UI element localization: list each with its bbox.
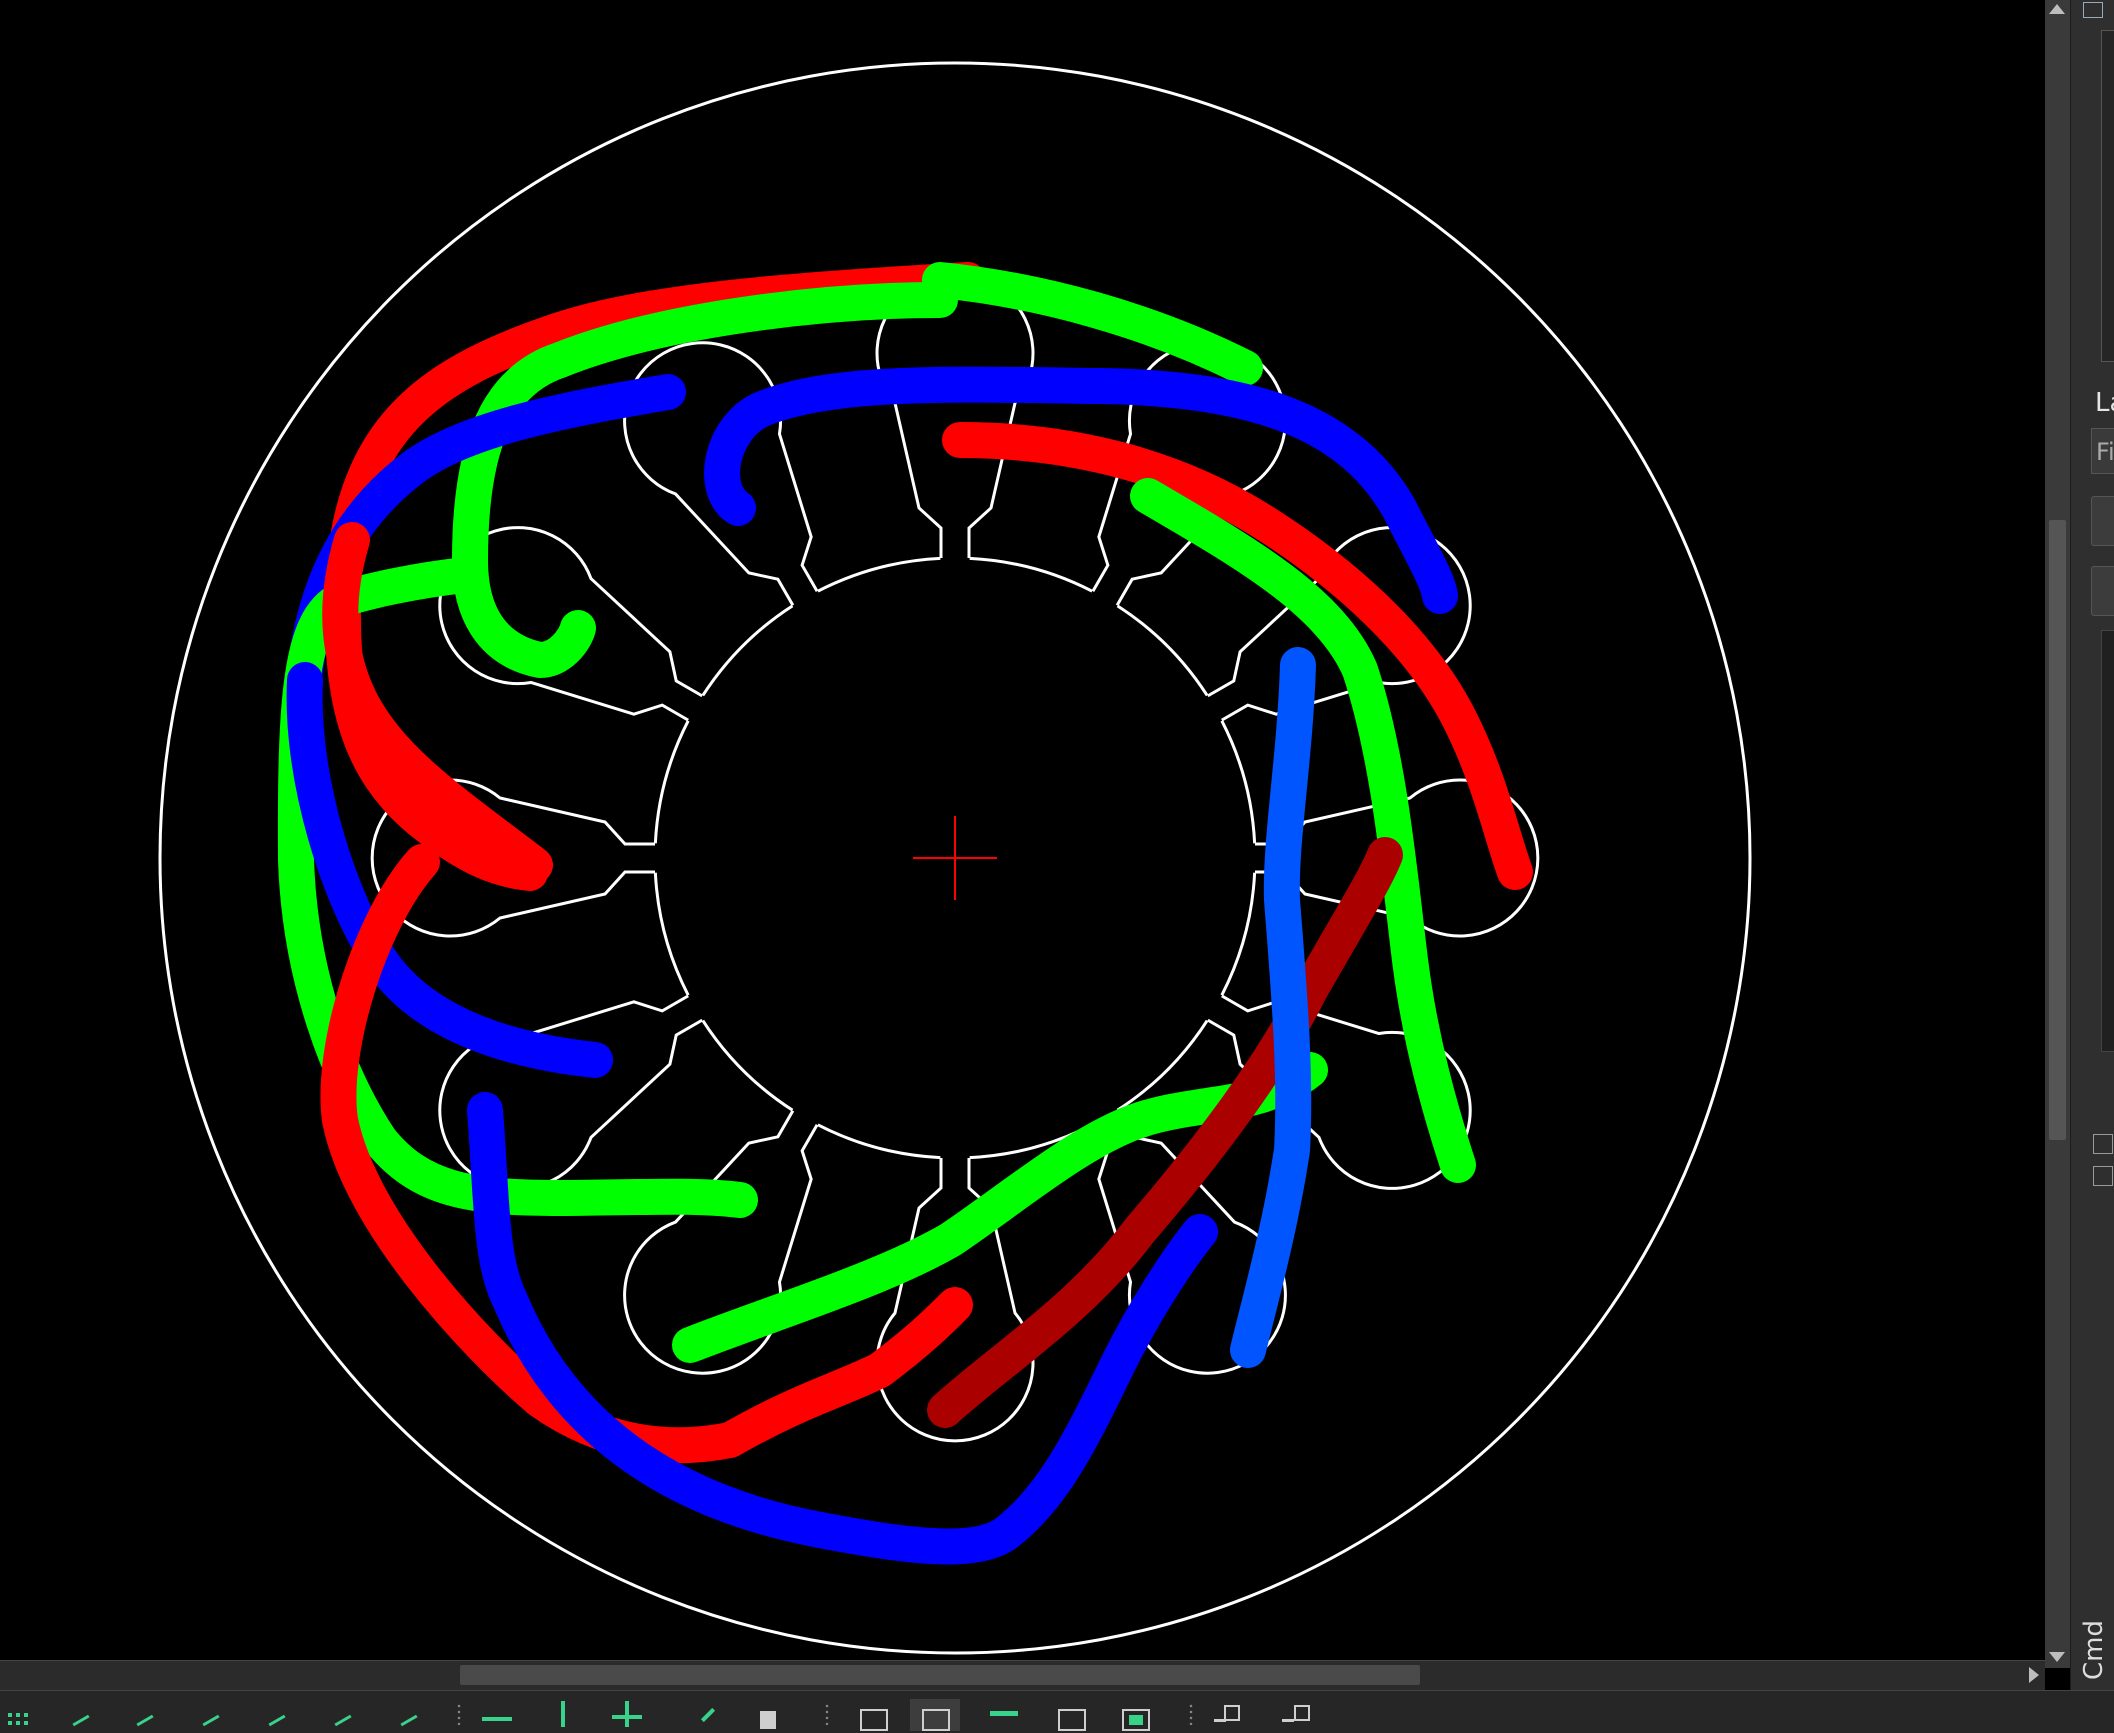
horizontal-scroll-thumb[interactable]: [460, 1665, 1420, 1685]
bore-arc: [1116, 1019, 1209, 1112]
stator-slot: [1255, 778, 1540, 938]
bore-arc: [817, 556, 941, 593]
scroll-down-icon[interactable]: [2049, 1652, 2065, 1662]
layer-list[interactable]: [2101, 630, 2114, 1052]
red-winding-stroke: [320, 844, 973, 1464]
winding-overlays: [277, 262, 1533, 1565]
horizontal-scrollbar[interactable]: [0, 1660, 2045, 1691]
box-icon[interactable]: [1056, 1701, 1086, 1731]
vertical-scroll-thumb[interactable]: [2049, 520, 2066, 1140]
bore-arc: [701, 604, 794, 697]
green-winding-stroke: [922, 262, 1263, 386]
origin-crosshair: [913, 816, 997, 900]
snap-endpoint-icon[interactable]: [68, 1701, 98, 1731]
horizontal-bar-icon[interactable]: [990, 1701, 1020, 1731]
bore-arc: [1116, 604, 1209, 697]
panel-frame: [2101, 30, 2114, 362]
drawing-canvas[interactable]: [0, 0, 2045, 1668]
snap-tangent-icon[interactable]: [330, 1701, 360, 1731]
snap-perpendicular-icon[interactable]: [396, 1701, 426, 1731]
snap-intersection-icon[interactable]: [264, 1701, 294, 1731]
cad-drawing[interactable]: [0, 0, 2045, 1668]
snap-midpoint-icon[interactable]: [132, 1701, 162, 1731]
bore-arc: [1220, 872, 1257, 996]
vertical-scrollbar[interactable]: [2045, 0, 2070, 1668]
red-winding-stroke: [324, 262, 986, 891]
layer-filter-input[interactable]: Fi: [2091, 428, 2114, 474]
scroll-right-icon[interactable]: [2029, 1667, 2039, 1683]
bore-arc: [969, 556, 1093, 593]
dark-red-winding-stroke: [927, 837, 1403, 1428]
bore-arc: [653, 720, 690, 844]
layer-visibility-button[interactable]: [2091, 496, 2114, 546]
window-active-icon[interactable]: [910, 1699, 960, 1731]
layer-remove-icon[interactable]: [2093, 1134, 2113, 1154]
blue-winding-stroke: [467, 1092, 1218, 1565]
light-blue-winding-stroke: [1230, 647, 1316, 1368]
layer-list-label: La: [2095, 388, 2114, 418]
toolbar-grip[interactable]: [456, 1703, 462, 1725]
slot-outline: [1255, 778, 1540, 938]
restrict-orthogonal-icon[interactable]: [612, 1701, 642, 1731]
bore-arc: [817, 1123, 941, 1160]
toolbar-grip[interactable]: [824, 1703, 830, 1725]
restrict-vertical-icon[interactable]: [548, 1701, 578, 1731]
lock-icon[interactable]: [754, 1701, 784, 1731]
red-winding-stroke: [942, 422, 1533, 890]
scroll-up-icon[interactable]: [2049, 4, 2065, 14]
layer-panel: La Fi Cmd: [2070, 0, 2114, 1690]
layer-settings-icon[interactable]: [2093, 1166, 2113, 1186]
window-icon[interactable]: [858, 1701, 888, 1731]
pencil-icon[interactable]: [694, 1701, 724, 1731]
green-winding-stroke: [1130, 478, 1476, 1183]
bore-arc: [701, 1019, 794, 1112]
snap-center-icon[interactable]: [198, 1701, 228, 1731]
slot-outline: [623, 1110, 819, 1375]
snap-grid-icon[interactable]: [6, 1701, 36, 1731]
bore-arc: [653, 872, 690, 996]
stator-slot: [623, 1110, 819, 1375]
filled-box-icon[interactable]: [1120, 1701, 1150, 1731]
slot-outline: [370, 778, 655, 938]
panel-window-icon[interactable]: [2083, 2, 2103, 18]
blue-winding-stroke: [704, 366, 1458, 614]
block-edit-icon[interactable]: [1280, 1701, 1310, 1731]
layer-add-button[interactable]: [2091, 566, 2114, 616]
snap-toolbar: [0, 1690, 2114, 1733]
restrict-horizontal-icon[interactable]: [482, 1701, 512, 1731]
block-add-icon[interactable]: [1212, 1701, 1242, 1731]
command-label: Cmd: [2079, 1620, 2109, 1680]
housing-circle: [158, 61, 1752, 1655]
red-winding-stroke: [322, 522, 553, 883]
toolbar-grip[interactable]: [1188, 1703, 1194, 1725]
stator-slot: [370, 778, 655, 938]
bore-arc: [1220, 720, 1257, 844]
